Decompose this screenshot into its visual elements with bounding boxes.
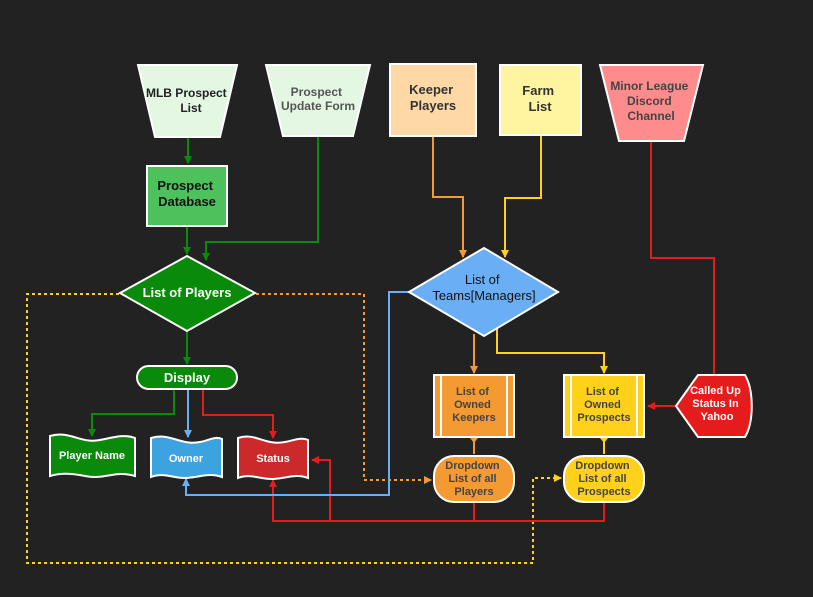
edge-display-to-player-name (88, 389, 175, 437)
prospect-update-form-line2: Update Form (281, 99, 355, 113)
svg-text:Farm List: Farm List (522, 83, 557, 114)
svg-text:Dropdown List of all: Dropdown List of all Prospects (575, 460, 632, 498)
status-label: Status (256, 453, 290, 465)
list-of-teams-line2: Teams[Managers] (432, 288, 535, 303)
list-of-players-label: List of Players (143, 285, 232, 300)
dropdown-players-line1: Dropdown (445, 460, 500, 472)
owned-keepers-line3: Keepers (452, 412, 495, 424)
edge-players-dotted-to-dropdown (256, 293, 432, 484)
list-of-teams-node: List of Teams[Managers] (407, 246, 560, 338)
owned-prospects-line2: Owned (584, 399, 621, 411)
called-up-node: Called Up Status In Yahoo (674, 374, 753, 438)
owned-keepers-line1: List of (456, 386, 489, 398)
mlb-prospect-list-line2: List (180, 101, 201, 115)
list-of-players-node: List of Players (117, 254, 258, 333)
player-name-node: Player Name (49, 433, 136, 478)
mlb-prospect-list-node: MLB Prospect List (136, 64, 239, 138)
edge-keeper-to-teams (432, 136, 467, 258)
status-node: Status (237, 435, 309, 480)
keeper-players-node: Keeper Players (389, 63, 477, 137)
svg-text:List of Owned Pros: List of Owned Prospects (577, 386, 630, 424)
owned-keepers-node: List of Owned Keepers (433, 374, 515, 438)
farm-list-node: Farm List (499, 64, 582, 136)
svg-text:Prospect Database: Prospect Database (157, 178, 216, 209)
minor-league-discord-node: Minor League Discord Channel (598, 64, 705, 142)
dropdown-players-node: Dropdown List of all Players (433, 455, 515, 503)
dropdown-players-line2: List of all (448, 473, 496, 485)
called-up-line2: Status In (692, 398, 739, 410)
keeper-players-line2: Players (410, 98, 456, 113)
svg-text:MLB Prospect List: MLB Prospect List (146, 86, 230, 115)
edge-form-to-players (202, 136, 319, 261)
owned-prospects-line1: List of (586, 386, 619, 398)
svg-text:Called Up Status In: Called Up Status In Yahoo (690, 385, 744, 423)
prospect-database-line1: Prospect (157, 178, 213, 193)
keeper-players-line1: Keeper (409, 82, 453, 97)
dropdown-prospects-node: Dropdown List of all Prospects (563, 455, 645, 503)
owned-keepers-line2: Owned (454, 399, 491, 411)
display-node: Display (136, 365, 238, 390)
svg-text:Minor League Discord: Minor League Discord Channel (610, 79, 691, 123)
edge-discord-to-called-up (650, 141, 715, 374)
display-label: Display (164, 370, 211, 385)
svg-text:Keeper Players: Keeper Players (409, 82, 457, 113)
svg-text:List of Owned Keep: List of Owned Keepers (452, 386, 495, 424)
dropdown-prospects-line3: Prospects (577, 486, 630, 498)
player-name-label: Player Name (59, 450, 125, 462)
prospect-update-form-line1: Prospect (291, 85, 342, 99)
minor-league-discord-line3: Channel (627, 109, 674, 123)
farm-list-line2: List (528, 99, 552, 114)
edge-farm-to-teams (501, 136, 542, 258)
edge-teams-to-owner (182, 291, 409, 496)
prospect-database-line2: Database (158, 194, 216, 209)
dropdown-prospects-line1: Dropdown (575, 460, 630, 472)
dropdown-players-line3: Players (454, 486, 493, 498)
svg-text:List of Teams[Managers]: List of Teams[Managers] (432, 272, 535, 303)
minor-league-discord-line1: Minor League (610, 79, 688, 93)
edge-teams-to-owned-prospects (496, 326, 608, 374)
dropdown-prospects-line2: List of all (578, 473, 626, 485)
called-up-line1: Called Up (690, 385, 741, 397)
farm-list-line1: Farm (522, 83, 554, 98)
prospect-update-form-node: Prospect Update Form (264, 64, 372, 137)
svg-text:Dropdown List of all: Dropdown List of all Players (445, 460, 502, 498)
edge-display-to-status (202, 389, 277, 439)
svg-text:Prospect Update Form: Prospect Update Form (281, 85, 355, 113)
called-up-line3: Yahoo (700, 411, 733, 423)
edge-players-dotted-to-dropdown-prospects (26, 293, 562, 564)
owner-node: Owner (150, 435, 223, 479)
edge-dropdown-players-to-status (311, 456, 475, 522)
owner-label: Owner (169, 453, 204, 465)
minor-league-discord-line2: Discord (627, 94, 672, 108)
list-of-teams-line1: List of (465, 272, 500, 287)
owned-prospects-line3: Prospects (577, 412, 630, 424)
mlb-prospect-list-line1: MLB Prospect (146, 86, 227, 100)
prospect-database-node: Prospect Database (146, 165, 228, 227)
owned-prospects-node: List of Owned Prospects (563, 374, 645, 438)
